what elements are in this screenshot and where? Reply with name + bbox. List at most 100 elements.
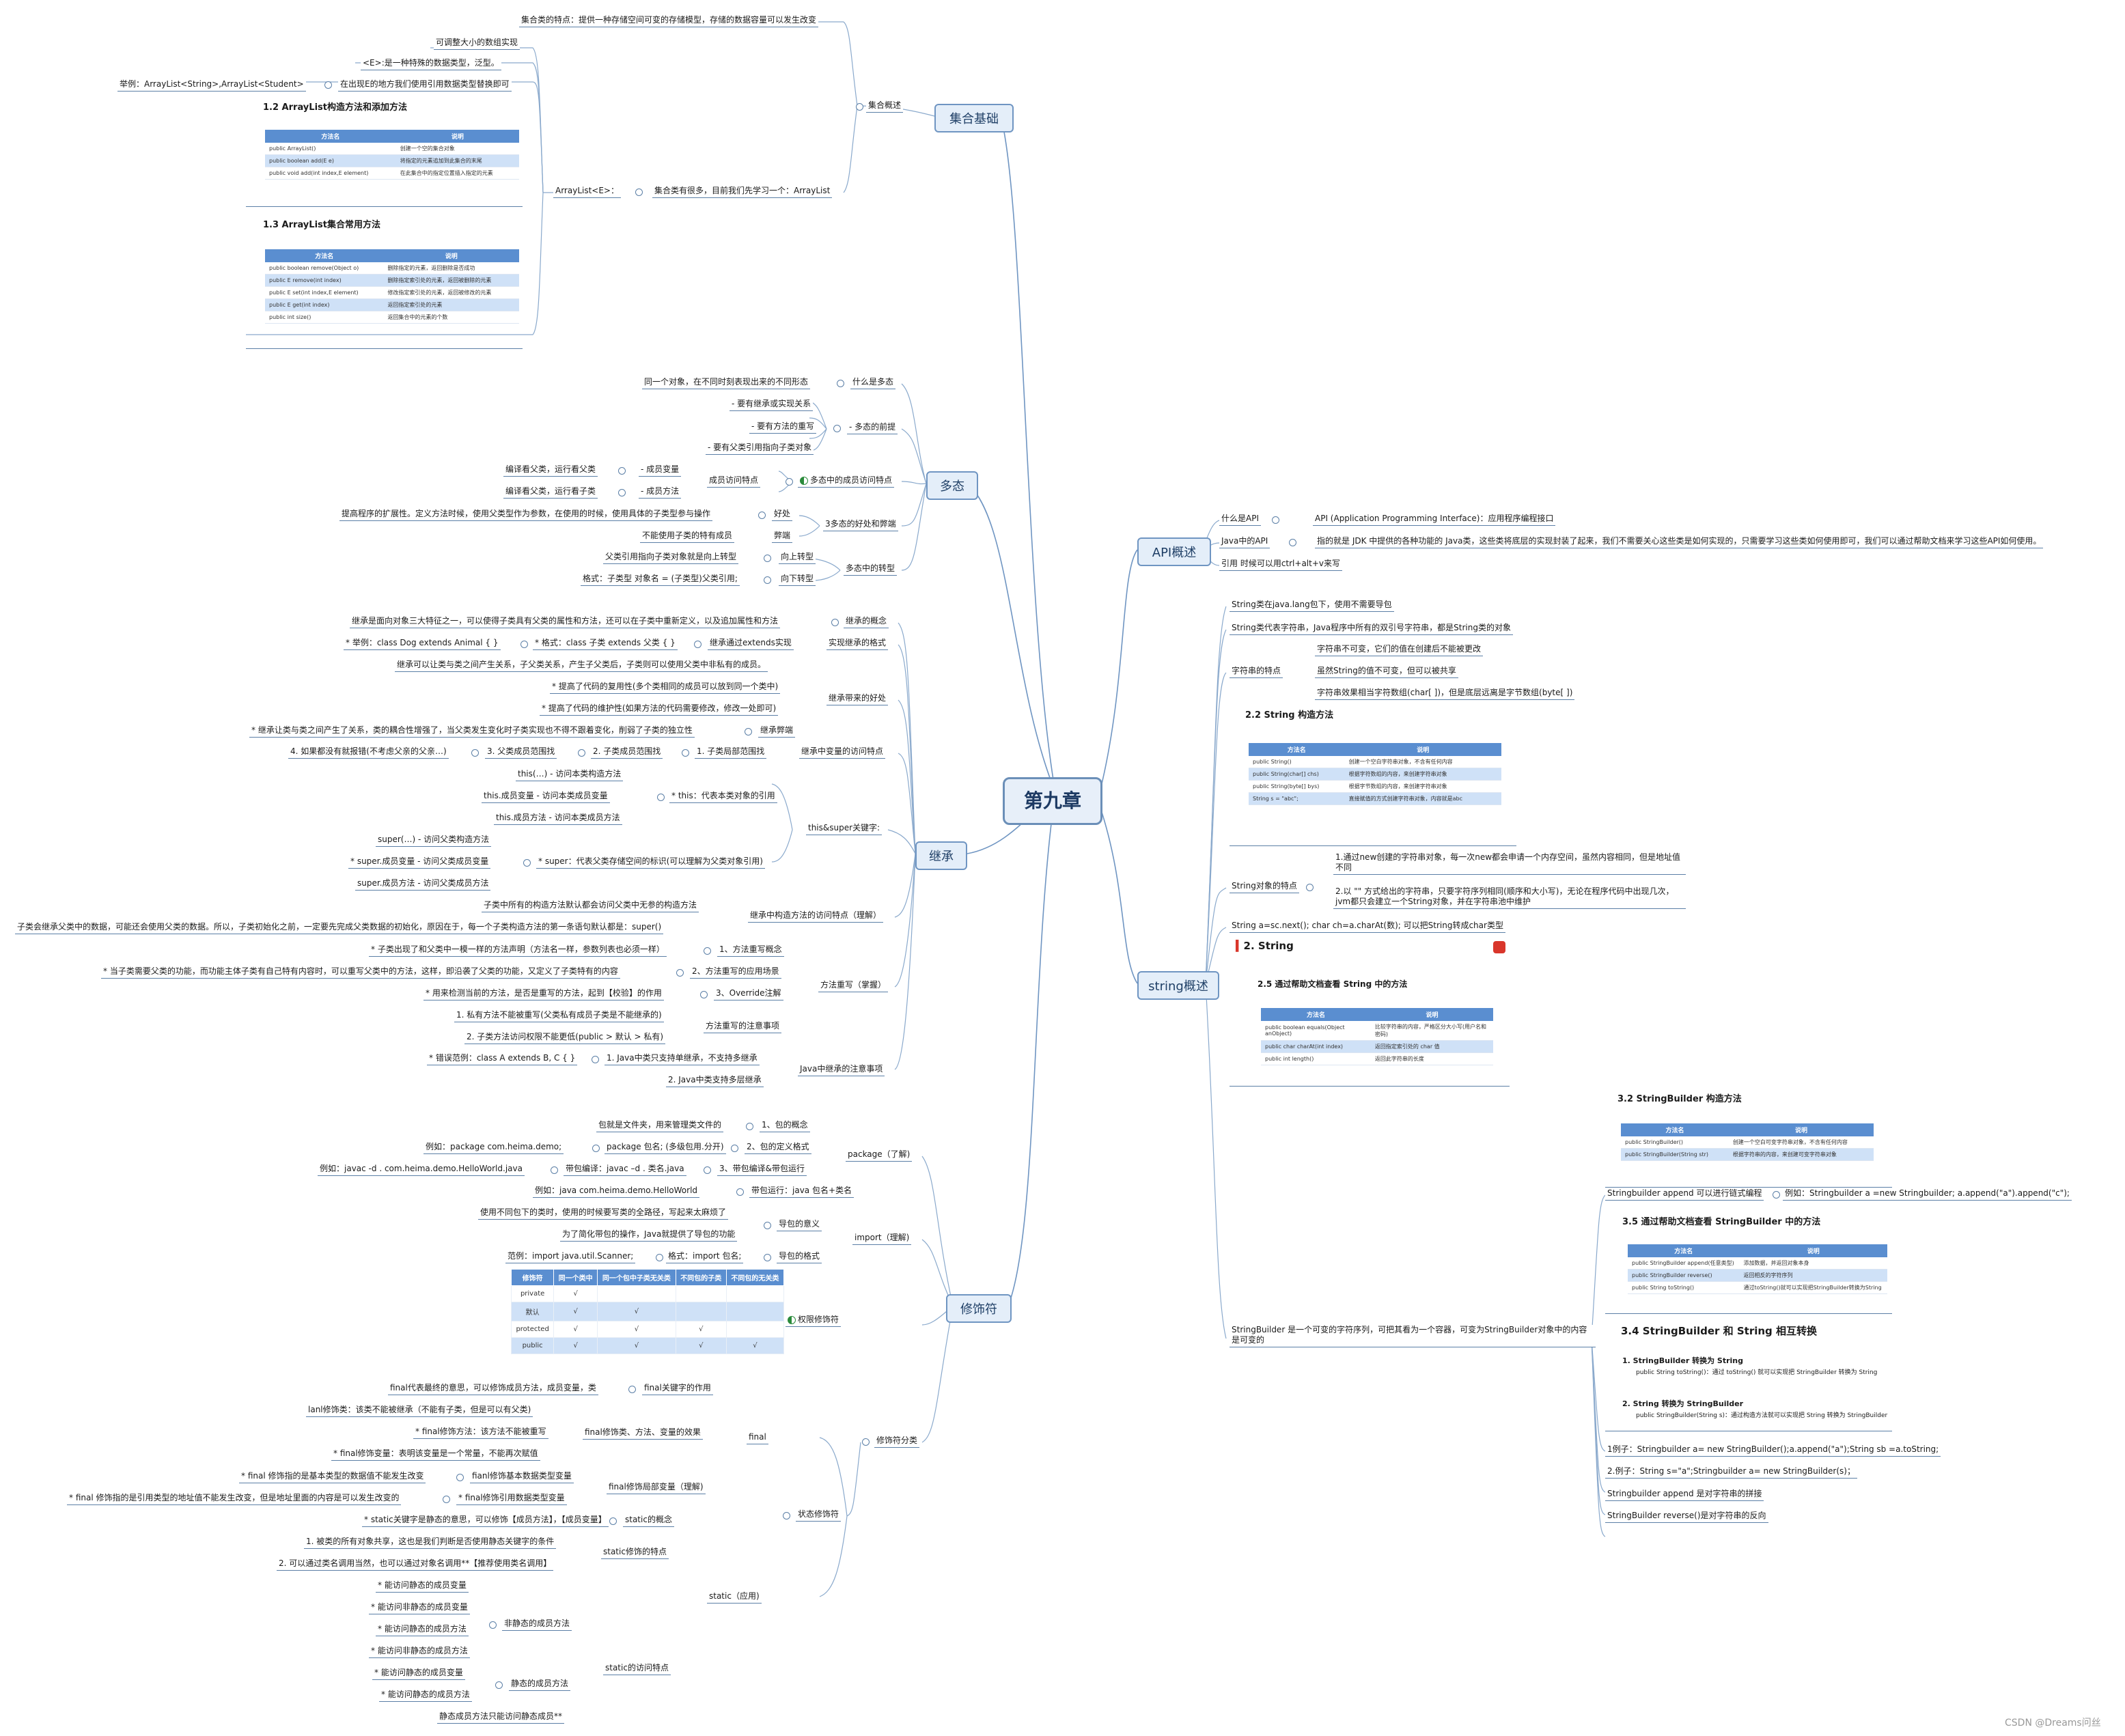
inherit-ov2d[interactable]: * 当子类需要父类的功能，而功能主体子类有自己特有内容时，可以重写父类中的方法，… [101, 966, 620, 979]
inherit-java[interactable]: Java中继承的注意事项 [798, 1064, 885, 1076]
arraylist-node[interactable]: ArrayList<E>： [553, 186, 621, 198]
poly-pre2[interactable]: - 要有方法的重写 [749, 421, 817, 434]
mod-s3b2[interactable]: * 能访问静态的成员方法 [379, 1690, 472, 1702]
inherit-this1[interactable]: this(…) - 访问本类构造方法 [516, 769, 624, 781]
string-chartype[interactable]: String a=sc.next(); char ch=a.charAt(数);… [1230, 921, 1505, 933]
expand-dot[interactable] [856, 103, 863, 111]
branch-set-basic[interactable]: 集合基础 [934, 104, 1014, 132]
expand-dot[interactable] [862, 1438, 870, 1446]
inherit-ov2[interactable]: 2、方法重写的应用场景 [690, 966, 781, 979]
branch-modifier[interactable]: 修饰符 [946, 1294, 1012, 1323]
mod-i2b[interactable]: 范例：import java.util.Scanner; [505, 1251, 636, 1263]
inherit-super[interactable]: * super：代表父类存储空间的标识(可以理解为父类对象引用) [536, 856, 765, 869]
mod-f2c[interactable]: * final修饰变量：表明该变量是一个常量，不能再次赋值 [331, 1448, 540, 1461]
poly-pre3[interactable]: - 要有父类引用指向子类对象 [706, 443, 814, 455]
expand-dot[interactable] [495, 1681, 503, 1689]
expand-dot[interactable] [489, 1621, 497, 1629]
poly-up-desc[interactable]: 父类引用指向子类对象就是向上转型 [603, 552, 739, 564]
branch-inherit[interactable]: 继承 [915, 841, 967, 870]
mod-perm[interactable]: 权限修饰符 [786, 1315, 842, 1327]
inherit-concept-desc[interactable]: 继承是面向对象三大特征之一，可以使得子类具有父类的属性和方法，还可以在子类中重新… [350, 616, 781, 628]
mod-s3b[interactable]: 静态的成员方法 [509, 1679, 571, 1691]
poly-down[interactable]: 向下转型 [779, 574, 816, 586]
poly-access[interactable]: 多态中的成员访问特点 [798, 475, 895, 488]
mod-s3a[interactable]: 非静态的成员方法 [502, 1619, 572, 1631]
inherit-ov3d[interactable]: * 用来检测当前的方法，是否是重写的方法，起到【校验】的作用 [423, 988, 664, 1000]
inherit-java1[interactable]: 1. Java中类只支持单继承，不支持多继承 [605, 1053, 760, 1065]
inherit-format1[interactable]: 继承通过extends实现 [708, 638, 794, 650]
expand-dot[interactable] [609, 1517, 617, 1525]
expand-dot[interactable] [551, 1166, 558, 1174]
string-feat1[interactable]: 字符串不可变，它们的值在创建后不能被更改 [1315, 644, 1484, 656]
expand-dot[interactable] [520, 641, 528, 648]
expand-dot[interactable] [657, 794, 665, 801]
expand-dot[interactable] [592, 1056, 599, 1063]
expand-dot[interactable] [764, 555, 771, 562]
expand-dot[interactable] [456, 1474, 464, 1481]
expand-dot[interactable] [764, 1254, 771, 1261]
mod-s3a2[interactable]: * 能访问非静态的成员变量 [369, 1602, 470, 1614]
inherit-java1d[interactable]: * 错误范例：class A extends B, C { } [427, 1053, 578, 1065]
expand-dot[interactable] [783, 1512, 790, 1520]
expand-dot[interactable] [635, 188, 643, 196]
api-what-desc[interactable]: API (Application Programming Interface)：… [1313, 514, 1556, 526]
arraylist-intro[interactable]: 集合类有很多，目前我们先学习一个：ArrayList [652, 186, 833, 198]
inherit-format[interactable]: 实现继承的格式 [827, 638, 889, 650]
inherit-format2[interactable]: * 格式：class 子类 extends 父类 { } [533, 638, 678, 650]
sb-append[interactable]: Stringbuilder append 是对字符串的拼接 [1605, 1489, 1764, 1501]
sb-desc[interactable]: StringBuilder 是一个可变的字符序列，可把其看为一个容器，可变为St… [1230, 1325, 1596, 1347]
expand-dot[interactable] [1773, 1191, 1780, 1199]
api-java[interactable]: Java中的API [1219, 536, 1270, 548]
inherit-benefit-desc[interactable]: 继承可以让类与类之间产生关系，子父类关系，产生子父类后，子类则可以使用父类中非私… [395, 660, 768, 672]
arraylist-generic[interactable]: <E>:是一种特殊的数据类型，泛型。 [361, 58, 501, 70]
poly-method-desc[interactable]: 编译看父类，运行看子类 [503, 486, 598, 499]
inherit-this2[interactable]: this.成员变量 - 访问本类成员变量 [482, 791, 610, 803]
mod-f3ad[interactable]: * final 修饰指的是基本类型的数据值不能发生改变 [239, 1471, 426, 1483]
mod-state[interactable]: 状态修饰符 [796, 1509, 842, 1522]
poly-down-desc[interactable]: 格式：子类型 对象名 = (子类型)父类引用; [581, 574, 740, 586]
string-obj2[interactable]: 2.以 "" 方式给出的字符串，只要字符序列相同(顺序和大小写)，无论在程序代码… [1333, 886, 1686, 909]
mod-p3d[interactable]: 例如：java com.heima.demo.HelloWorld [533, 1186, 700, 1198]
string-s1[interactable]: String类在java.lang包下，使用不需要导包 [1230, 600, 1394, 612]
mod-f3a[interactable]: fianl修饰基本数据类型变量 [470, 1471, 574, 1483]
expand-dot[interactable] [745, 728, 752, 736]
inherit-benefit2[interactable]: * 提高了代码的维护性(如果方法的代码需要修改，修改一处即可) [540, 703, 779, 716]
mod-i2a[interactable]: 格式：import 包名; [666, 1251, 744, 1263]
mod-s3b1[interactable]: * 能访问静态的成员变量 [372, 1668, 465, 1680]
string-s2[interactable]: String类代表字符串，Java程序中所有的双引号字符串，都是String类的… [1230, 623, 1513, 635]
mod-s3a4[interactable]: * 能访问非静态的成员方法 [369, 1646, 470, 1658]
sb-ex2[interactable]: 2.例子：String s="a";Stringbuilder a= new S… [1605, 1466, 1857, 1479]
inherit-ovn2[interactable]: 2. 子类方法访问权限不能更低(public > 默认 > 私有) [464, 1032, 666, 1044]
expand-dot[interactable] [694, 641, 702, 648]
expand-dot[interactable] [628, 1386, 636, 1393]
mod-s1[interactable]: static的概念 [623, 1515, 674, 1527]
poly-con-desc[interactable]: 不能使用子类的特有成员 [640, 531, 735, 543]
mod-i1a[interactable]: 使用不同包下的类时，使用的时候要写类的全路径，写起来太麻烦了 [478, 1207, 729, 1220]
expand-dot[interactable] [704, 1166, 711, 1174]
inherit-thissuper[interactable]: this&super关键字: [806, 823, 883, 835]
api-what[interactable]: 什么是API [1219, 514, 1261, 526]
expand-dot[interactable] [736, 1188, 744, 1196]
mod-p2[interactable]: 2、包的定义格式 [745, 1142, 811, 1154]
inherit-ov3[interactable]: 3、Override注解 [714, 988, 783, 1000]
string-feat3[interactable]: 字符串效果相当字符数组(char[ ])，但是底层远离是字节数组(byte[ ]… [1315, 688, 1575, 700]
mod-f3bd[interactable]: * final 修饰指的是引用类型的地址值不能发生改变，但是地址里面的内容是可以… [67, 1493, 402, 1505]
sb-ex1[interactable]: 1例子：Stringbuilder a= new StringBuilder()… [1605, 1444, 1941, 1457]
inherit-override[interactable]: 方法重写（掌握） [818, 980, 889, 992]
expand-dot[interactable] [758, 512, 766, 519]
sb-chain[interactable]: Stringbuilder append 可以进行链式编程 [1605, 1188, 1764, 1201]
expand-dot[interactable] [833, 425, 841, 432]
expand-dot[interactable] [764, 1222, 771, 1229]
inherit-ov1d[interactable]: * 子类出现了和父类中一模一样的方法声明（方法名一样，参数列表也必须一样） [369, 944, 667, 957]
root-node[interactable]: 第九章 [1003, 777, 1102, 825]
poly-pre1[interactable]: - 要有继承或实现关系 [730, 399, 814, 411]
expand-dot[interactable] [731, 1145, 738, 1152]
mod-p1[interactable]: 1、包的概念 [760, 1120, 810, 1132]
mod-f3b[interactable]: * final修饰引用数据类型变量 [456, 1493, 567, 1505]
inherit-benefit[interactable]: 继承带来的好处 [827, 693, 889, 705]
mod-p3b[interactable]: 例如：javac -d . com.heima.demo.HelloWorld.… [318, 1164, 525, 1176]
poly-up[interactable]: 向上转型 [779, 552, 816, 564]
arraylist-replace[interactable]: 在出现E的地方我们使用引用数据类型替换即可 [338, 79, 512, 92]
poly-what[interactable]: 什么是多态 [850, 377, 896, 389]
inherit-var-access[interactable]: 继承中变量的访问特点 [799, 746, 886, 759]
